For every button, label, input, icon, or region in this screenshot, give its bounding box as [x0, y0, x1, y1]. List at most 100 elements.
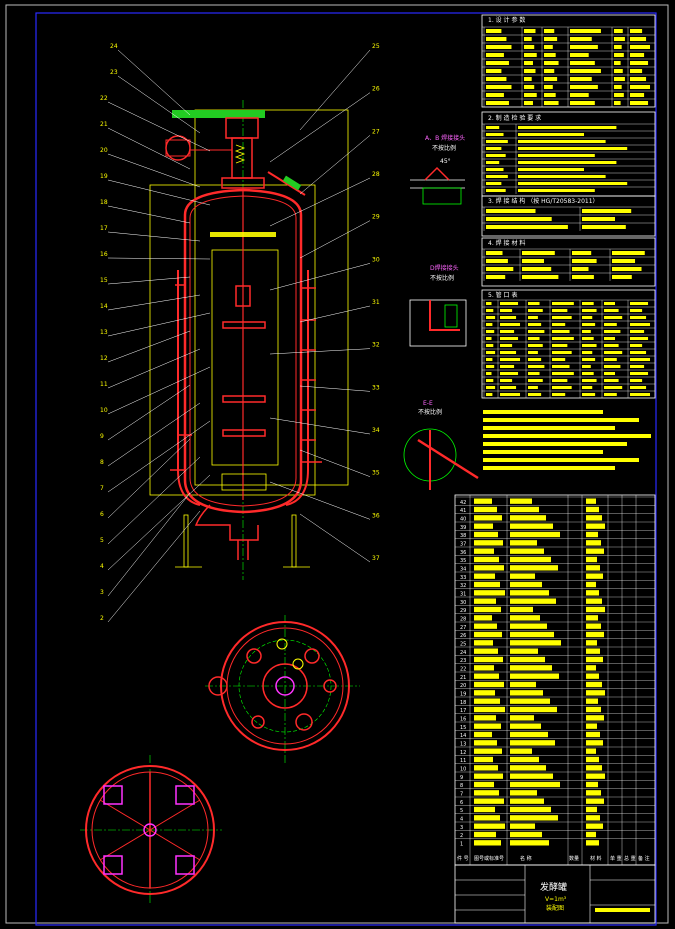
bom-cell-text — [474, 706, 505, 713]
table-cell-text — [524, 53, 537, 57]
bom-cell-text — [474, 515, 502, 521]
bom-cell-text — [474, 506, 497, 513]
bom-cell-text — [586, 823, 603, 829]
bom-cell-text — [586, 506, 599, 513]
callout-label: 19 — [100, 173, 108, 180]
table-cell-text — [572, 267, 589, 271]
table-cell-text — [528, 302, 540, 305]
callout-leader — [269, 177, 371, 227]
table-cell-text — [582, 302, 594, 305]
bom-cell-text — [586, 765, 602, 771]
bom-item-number: 42 — [460, 500, 466, 506]
bom-cell-text — [510, 548, 544, 554]
table-cell-text — [604, 302, 615, 305]
callout-label: 33 — [372, 384, 380, 391]
table-cell-text — [570, 77, 592, 81]
table-cell-text — [630, 93, 645, 97]
table-cell-text — [500, 372, 519, 375]
table-cell-text — [614, 37, 625, 41]
bom-cell-text — [510, 740, 555, 746]
bom-cell-text — [474, 840, 501, 846]
callout-label: 24 — [110, 43, 118, 50]
bom-header-cell: 件 号 — [457, 855, 469, 862]
callout-leader — [107, 492, 191, 597]
table-cell-text — [486, 267, 514, 271]
table-cell-text — [518, 133, 584, 136]
table-cell-text — [552, 365, 570, 368]
table-cell-text — [552, 393, 566, 396]
callout-leader — [107, 101, 211, 152]
bom-cell-text — [474, 565, 504, 571]
table-cell-text — [582, 379, 597, 382]
table-cell-text — [630, 351, 647, 354]
table-cell-text — [604, 365, 621, 368]
bom-cell-text — [586, 798, 604, 804]
bom-cell-text — [586, 631, 604, 638]
callout-leader — [299, 305, 371, 323]
bom-item-number: 10 — [460, 767, 466, 773]
bom-cell-text — [510, 773, 553, 779]
bom-cell-text — [586, 706, 601, 713]
bom-item-number: 17 — [460, 708, 466, 714]
section-ab-note: 不按比例 — [432, 144, 456, 152]
callout-leader — [107, 276, 191, 285]
bom-cell-text — [586, 731, 600, 738]
callout-leader — [269, 417, 371, 435]
table-cell-text — [500, 302, 519, 305]
bom-cell-text — [586, 815, 600, 821]
note-line — [483, 466, 615, 470]
bom-cell-text — [474, 740, 497, 746]
table-cell-text — [524, 85, 535, 89]
table-cell-text — [630, 69, 643, 73]
table-cell-text — [604, 386, 623, 389]
table-cell-text — [582, 386, 593, 389]
table-cell-text — [522, 251, 555, 255]
bom-cell-text — [586, 656, 603, 663]
table-cell-text — [604, 344, 619, 347]
bom-item-number: 14 — [460, 733, 466, 739]
callout-label: 18 — [100, 199, 108, 206]
callout-label: 16 — [100, 251, 108, 258]
table-cell-text — [612, 275, 632, 279]
bom-cell-text — [586, 740, 603, 746]
bom-item-number: 39 — [460, 525, 466, 531]
bom-cell-text — [474, 806, 495, 813]
table-cell-text — [582, 351, 593, 354]
bom-cell-text — [510, 656, 545, 663]
table-cell-text — [500, 365, 515, 368]
table-cell-text — [518, 175, 606, 178]
section-view-d: D焊接接头 不按比例 — [409, 264, 467, 347]
bom-cell-text — [510, 506, 539, 513]
bom-cell-text — [586, 590, 599, 596]
table-cell-text — [524, 69, 536, 73]
callout-leader — [107, 257, 211, 260]
table-cell-text — [486, 93, 504, 97]
table-cell-text — [630, 365, 645, 368]
callout-label: 29 — [372, 214, 380, 221]
bom-item-number: 19 — [460, 692, 466, 698]
table-cell-text — [486, 323, 493, 326]
callout-leader — [107, 510, 201, 623]
bom-cell-text — [510, 781, 560, 788]
table-cell-text — [486, 330, 495, 333]
table-cell-text — [486, 45, 512, 49]
technical-notes — [483, 410, 651, 470]
callout-leader — [107, 330, 191, 363]
bom-cell-text — [510, 723, 541, 729]
bom-cell-text — [510, 748, 532, 754]
callout-label: 20 — [100, 147, 108, 154]
bom-cell-text — [474, 631, 502, 638]
bom-cell-text — [510, 590, 549, 596]
table-cell-text — [486, 275, 506, 279]
table-cell-text — [630, 61, 649, 65]
table-cell-text — [572, 259, 597, 263]
callout-leader — [107, 127, 191, 170]
table-cell-text — [500, 393, 521, 396]
table-cell-text — [630, 85, 651, 89]
bom-item-number: 23 — [460, 658, 466, 664]
bom-item-number: 25 — [460, 642, 466, 648]
bom-cell-text — [586, 806, 597, 813]
bom-cell-text — [510, 698, 550, 704]
design-params-table: 1. 设 计 参 数 — [481, 14, 656, 108]
bom-cell-text — [510, 515, 546, 521]
